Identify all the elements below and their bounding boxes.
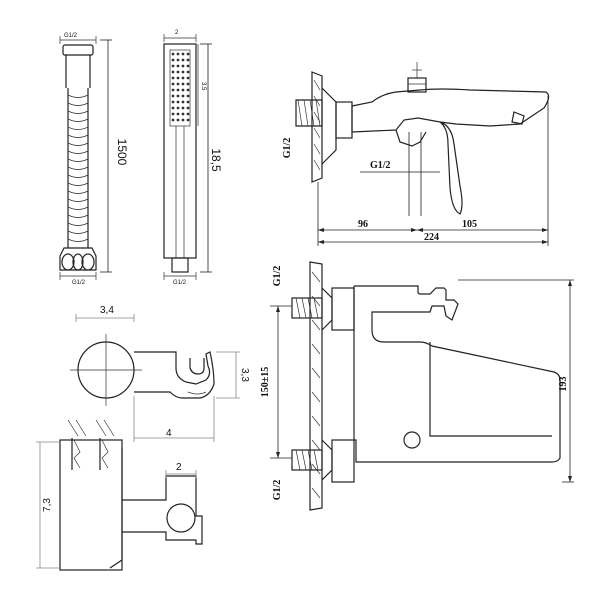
nozzle-dot bbox=[181, 52, 185, 56]
nozzle-dot bbox=[181, 58, 185, 62]
nozzle-dot bbox=[171, 106, 175, 110]
nozzle-dot bbox=[181, 106, 185, 110]
nozzle-dot bbox=[171, 88, 175, 92]
side-dim-105: 105 bbox=[462, 219, 477, 230]
nozzle-dot bbox=[181, 64, 185, 68]
nozzle-dot bbox=[181, 70, 185, 74]
nozzle-dot bbox=[186, 94, 190, 98]
nozzle-dot bbox=[176, 106, 180, 110]
nozzle-dot bbox=[171, 94, 175, 98]
nozzle-dot bbox=[176, 64, 180, 68]
nozzle-dot bbox=[186, 70, 190, 74]
mixer-side-view: G1/2 G1/2 96 105 224 bbox=[282, 62, 550, 246]
nozzle-dot bbox=[186, 58, 190, 62]
hand-shower-length-label: 18,5 bbox=[209, 148, 223, 172]
nozzle-dot bbox=[176, 118, 180, 122]
side-g12-vertical: G1/2 bbox=[282, 138, 293, 159]
bracket-label-2: 2 bbox=[176, 462, 182, 473]
nozzle-dot bbox=[171, 76, 175, 80]
wall-bracket: 3,4 3,3 4 7,3 2 bbox=[36, 305, 250, 571]
side-dim-224: 224 bbox=[424, 232, 439, 243]
nozzle-dot bbox=[186, 82, 190, 86]
nozzle-dot bbox=[181, 118, 185, 122]
nozzle-dot bbox=[186, 112, 190, 116]
nozzle-dot bbox=[171, 82, 175, 86]
nozzle-dot bbox=[181, 76, 185, 80]
nozzle-dot bbox=[176, 76, 180, 80]
bracket-label-4: 4 bbox=[166, 428, 172, 439]
nozzle-dot bbox=[181, 88, 185, 92]
hand-shower-side-label: 3.5 bbox=[200, 82, 206, 91]
hand-shower-nozzles bbox=[171, 52, 190, 122]
nozzle-dot bbox=[176, 82, 180, 86]
nozzle-dot bbox=[171, 52, 175, 56]
nozzle-dot bbox=[176, 88, 180, 92]
hand-shower: 2 G1/2 3.5 18,5 bbox=[163, 30, 223, 286]
nozzle-dot bbox=[176, 58, 180, 62]
nozzle-dot bbox=[186, 76, 190, 80]
nozzle-dot bbox=[176, 112, 180, 116]
nozzle-dot bbox=[181, 112, 185, 116]
nozzle-dot bbox=[186, 88, 190, 92]
bracket-label-73: 7,3 bbox=[42, 498, 53, 512]
nozzle-dot bbox=[171, 70, 175, 74]
hand-shower-bottom-label: G1/2 bbox=[173, 280, 187, 286]
shower-hose: G1/2 G1/2 1500 bbox=[59, 33, 129, 286]
nozzle-dot bbox=[171, 58, 175, 62]
front-g12-bottom: G1/2 bbox=[272, 480, 283, 501]
hose-top-label: G1/2 bbox=[64, 33, 78, 39]
nozzle-dot bbox=[181, 82, 185, 86]
nozzle-dot bbox=[186, 100, 190, 104]
nozzle-dot bbox=[171, 118, 175, 122]
nozzle-dot bbox=[186, 52, 190, 56]
hand-shower-top-label: 2 bbox=[175, 30, 179, 36]
front-g12-top: G1/2 bbox=[272, 266, 283, 287]
nozzle-dot bbox=[176, 70, 180, 74]
hose-length-label: 1500 bbox=[115, 139, 129, 166]
front-dim-193: 193 bbox=[558, 377, 569, 392]
front-dim-150: 150±15 bbox=[260, 367, 271, 398]
bracket-label-33: 3,3 bbox=[239, 368, 250, 382]
side-dim-96: 96 bbox=[358, 219, 368, 230]
bracket-label-34: 3,4 bbox=[100, 305, 114, 316]
nozzle-dot bbox=[171, 112, 175, 116]
nozzle-dot bbox=[176, 94, 180, 98]
nozzle-dot bbox=[186, 118, 190, 122]
nozzle-dot bbox=[186, 64, 190, 68]
nozzle-dot bbox=[176, 52, 180, 56]
nozzle-dot bbox=[171, 100, 175, 104]
hose-bottom-label: G1/2 bbox=[72, 280, 86, 286]
nozzle-dot bbox=[176, 100, 180, 104]
nozzle-dot bbox=[181, 100, 185, 104]
side-g12-horizontal: G1/2 bbox=[370, 160, 391, 171]
nozzle-dot bbox=[186, 106, 190, 110]
nozzle-dot bbox=[171, 64, 175, 68]
mixer-front-view: 150±15 G1/2 G1/2 193 bbox=[260, 261, 574, 511]
nozzle-dot bbox=[181, 94, 185, 98]
